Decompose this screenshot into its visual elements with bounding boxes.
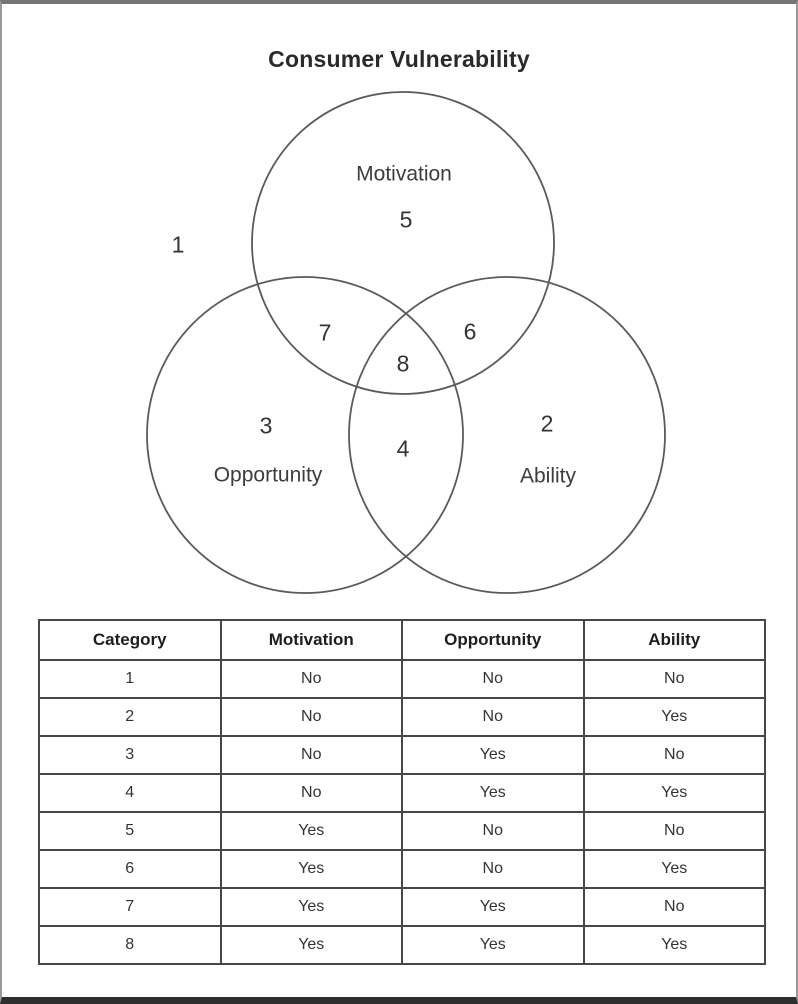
table-cell-category: 7 [38, 887, 222, 927]
table-cell-ability: No [582, 659, 766, 699]
venn-diagram [146, 91, 666, 594]
table-cell-opportunity: No [401, 659, 585, 699]
table-cell-motivation: Yes [219, 925, 403, 965]
region-number-opportunity-ability: 4 [396, 435, 410, 462]
table-cell-motivation: Yes [219, 849, 403, 889]
table-cell-ability: No [582, 735, 766, 775]
table-row: 5 Yes No No [38, 811, 766, 851]
table-cell-opportunity: Yes [401, 773, 585, 813]
table-row: 1 No No No [38, 659, 766, 699]
table-cell-category: 8 [38, 925, 222, 965]
table-cell-motivation: Yes [219, 811, 403, 851]
region-number-opportunity-only: 3 [259, 412, 273, 439]
table-cell-category: 1 [38, 659, 222, 699]
table-cell-opportunity: Yes [401, 735, 585, 775]
table-cell-category: 4 [38, 773, 222, 813]
table-cell-ability: Yes [582, 697, 766, 737]
table-row: 7 Yes Yes No [38, 887, 766, 927]
table-cell-opportunity: Yes [401, 925, 585, 965]
table-cell-ability: No [582, 887, 766, 927]
table-header-row: Category Motivation Opportunity Ability [38, 619, 766, 661]
region-number-all-three: 8 [396, 350, 410, 377]
table-cell-opportunity: No [401, 697, 585, 737]
table-cell-motivation: No [219, 659, 403, 699]
table-cell-ability: Yes [582, 849, 766, 889]
table-cell-category: 5 [38, 811, 222, 851]
table-cell-opportunity: No [401, 849, 585, 889]
table-row: 3 No Yes No [38, 735, 766, 775]
table-cell-category: 3 [38, 735, 222, 775]
table-header-motivation: Motivation [219, 619, 403, 661]
set-label-ability: Ability [519, 464, 577, 488]
circle-motivation [251, 91, 555, 395]
truth-table: Category Motivation Opportunity Ability … [38, 619, 766, 965]
table-row: 4 No Yes Yes [38, 773, 766, 813]
table-header-opportunity: Opportunity [401, 619, 585, 661]
table-row: 8 Yes Yes Yes [38, 925, 766, 965]
table-cell-category: 2 [38, 697, 222, 737]
circle-opportunity [146, 276, 464, 594]
diagram-title: Consumer Vulnerability [268, 46, 530, 72]
region-number-ability-only: 2 [540, 410, 554, 437]
table-cell-motivation: No [219, 735, 403, 775]
table-cell-motivation: No [219, 697, 403, 737]
table-cell-ability: Yes [582, 773, 766, 813]
table-header-ability: Ability [582, 619, 766, 661]
table-row: 2 No No Yes [38, 697, 766, 737]
table-cell-motivation: Yes [219, 887, 403, 927]
table-row: 6 Yes No Yes [38, 849, 766, 889]
table-cell-motivation: No [219, 773, 403, 813]
table-cell-opportunity: Yes [401, 887, 585, 927]
region-number-motivation-opportunity: 7 [318, 319, 332, 346]
table-cell-opportunity: No [401, 811, 585, 851]
region-number-motivation-only: 5 [399, 206, 413, 233]
table-cell-ability: No [582, 811, 766, 851]
region-number-none: 1 [171, 231, 185, 258]
table-cell-category: 6 [38, 849, 222, 889]
set-label-motivation: Motivation [356, 162, 452, 186]
table-cell-ability: Yes [582, 925, 766, 965]
set-label-opportunity: Opportunity [213, 463, 323, 487]
region-number-motivation-ability: 6 [463, 318, 477, 345]
circle-ability [348, 276, 666, 594]
table-header-category: Category [38, 619, 222, 661]
